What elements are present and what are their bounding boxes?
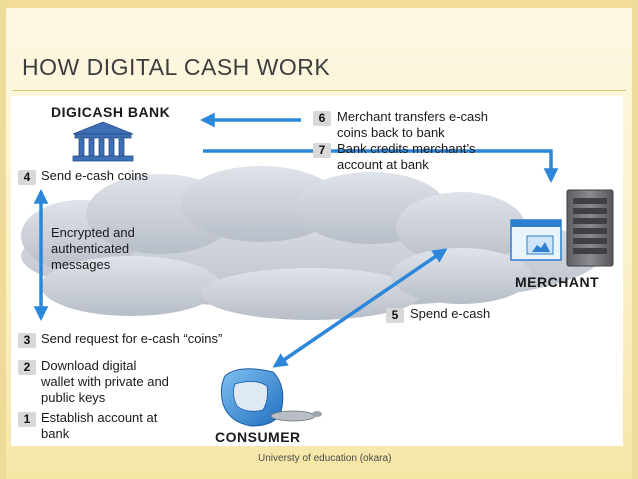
step-3-text: Send request for e-cash “coins” [41, 331, 223, 346]
step-4-text: Send e-cash coins [41, 168, 148, 183]
step-5-number: 5 [386, 308, 404, 323]
cloud-text: Encrypted and authenticated messages [51, 225, 135, 272]
step-1-number: 1 [18, 412, 36, 427]
merchant-window-icon [510, 219, 562, 261]
bank-icon [72, 121, 134, 162]
step-3-number: 3 [18, 333, 36, 348]
slide-footer: Universty of education (okara) [258, 453, 392, 464]
consumer-label: CONSUMER [215, 429, 301, 445]
server-icon [566, 189, 614, 267]
step-1-text: Establish account at bank [41, 410, 158, 441]
top-stripe [0, 0, 638, 8]
arrow-spend-ecash [272, 248, 448, 368]
bank-label: DIGICASH BANK [51, 104, 171, 120]
slide-title: How Digital cash work [22, 54, 331, 80]
step-2-number: 2 [18, 360, 36, 375]
right-edge [632, 0, 638, 479]
diagram-graphics [21, 112, 614, 427]
computer-icon [220, 368, 322, 427]
step-7-text: Bank credits merchant’s account at bank [337, 141, 476, 172]
step-4-number: 4 [18, 170, 36, 185]
left-edge [0, 0, 6, 479]
merchant-label: MERCHANT [515, 274, 600, 290]
step-6-number: 6 [313, 111, 331, 126]
step-5-text: Spend e-cash [410, 306, 491, 321]
diagram-canvas: DIGICASH BANK MERCHANT CONSUMER Encrypte… [11, 96, 623, 446]
step-7-number: 7 [313, 143, 331, 158]
title-rule [12, 90, 626, 91]
step-2-text: Download digital wallet with private and… [41, 358, 169, 405]
step-6-text: Merchant transfers e-cash coins back to … [337, 109, 489, 140]
